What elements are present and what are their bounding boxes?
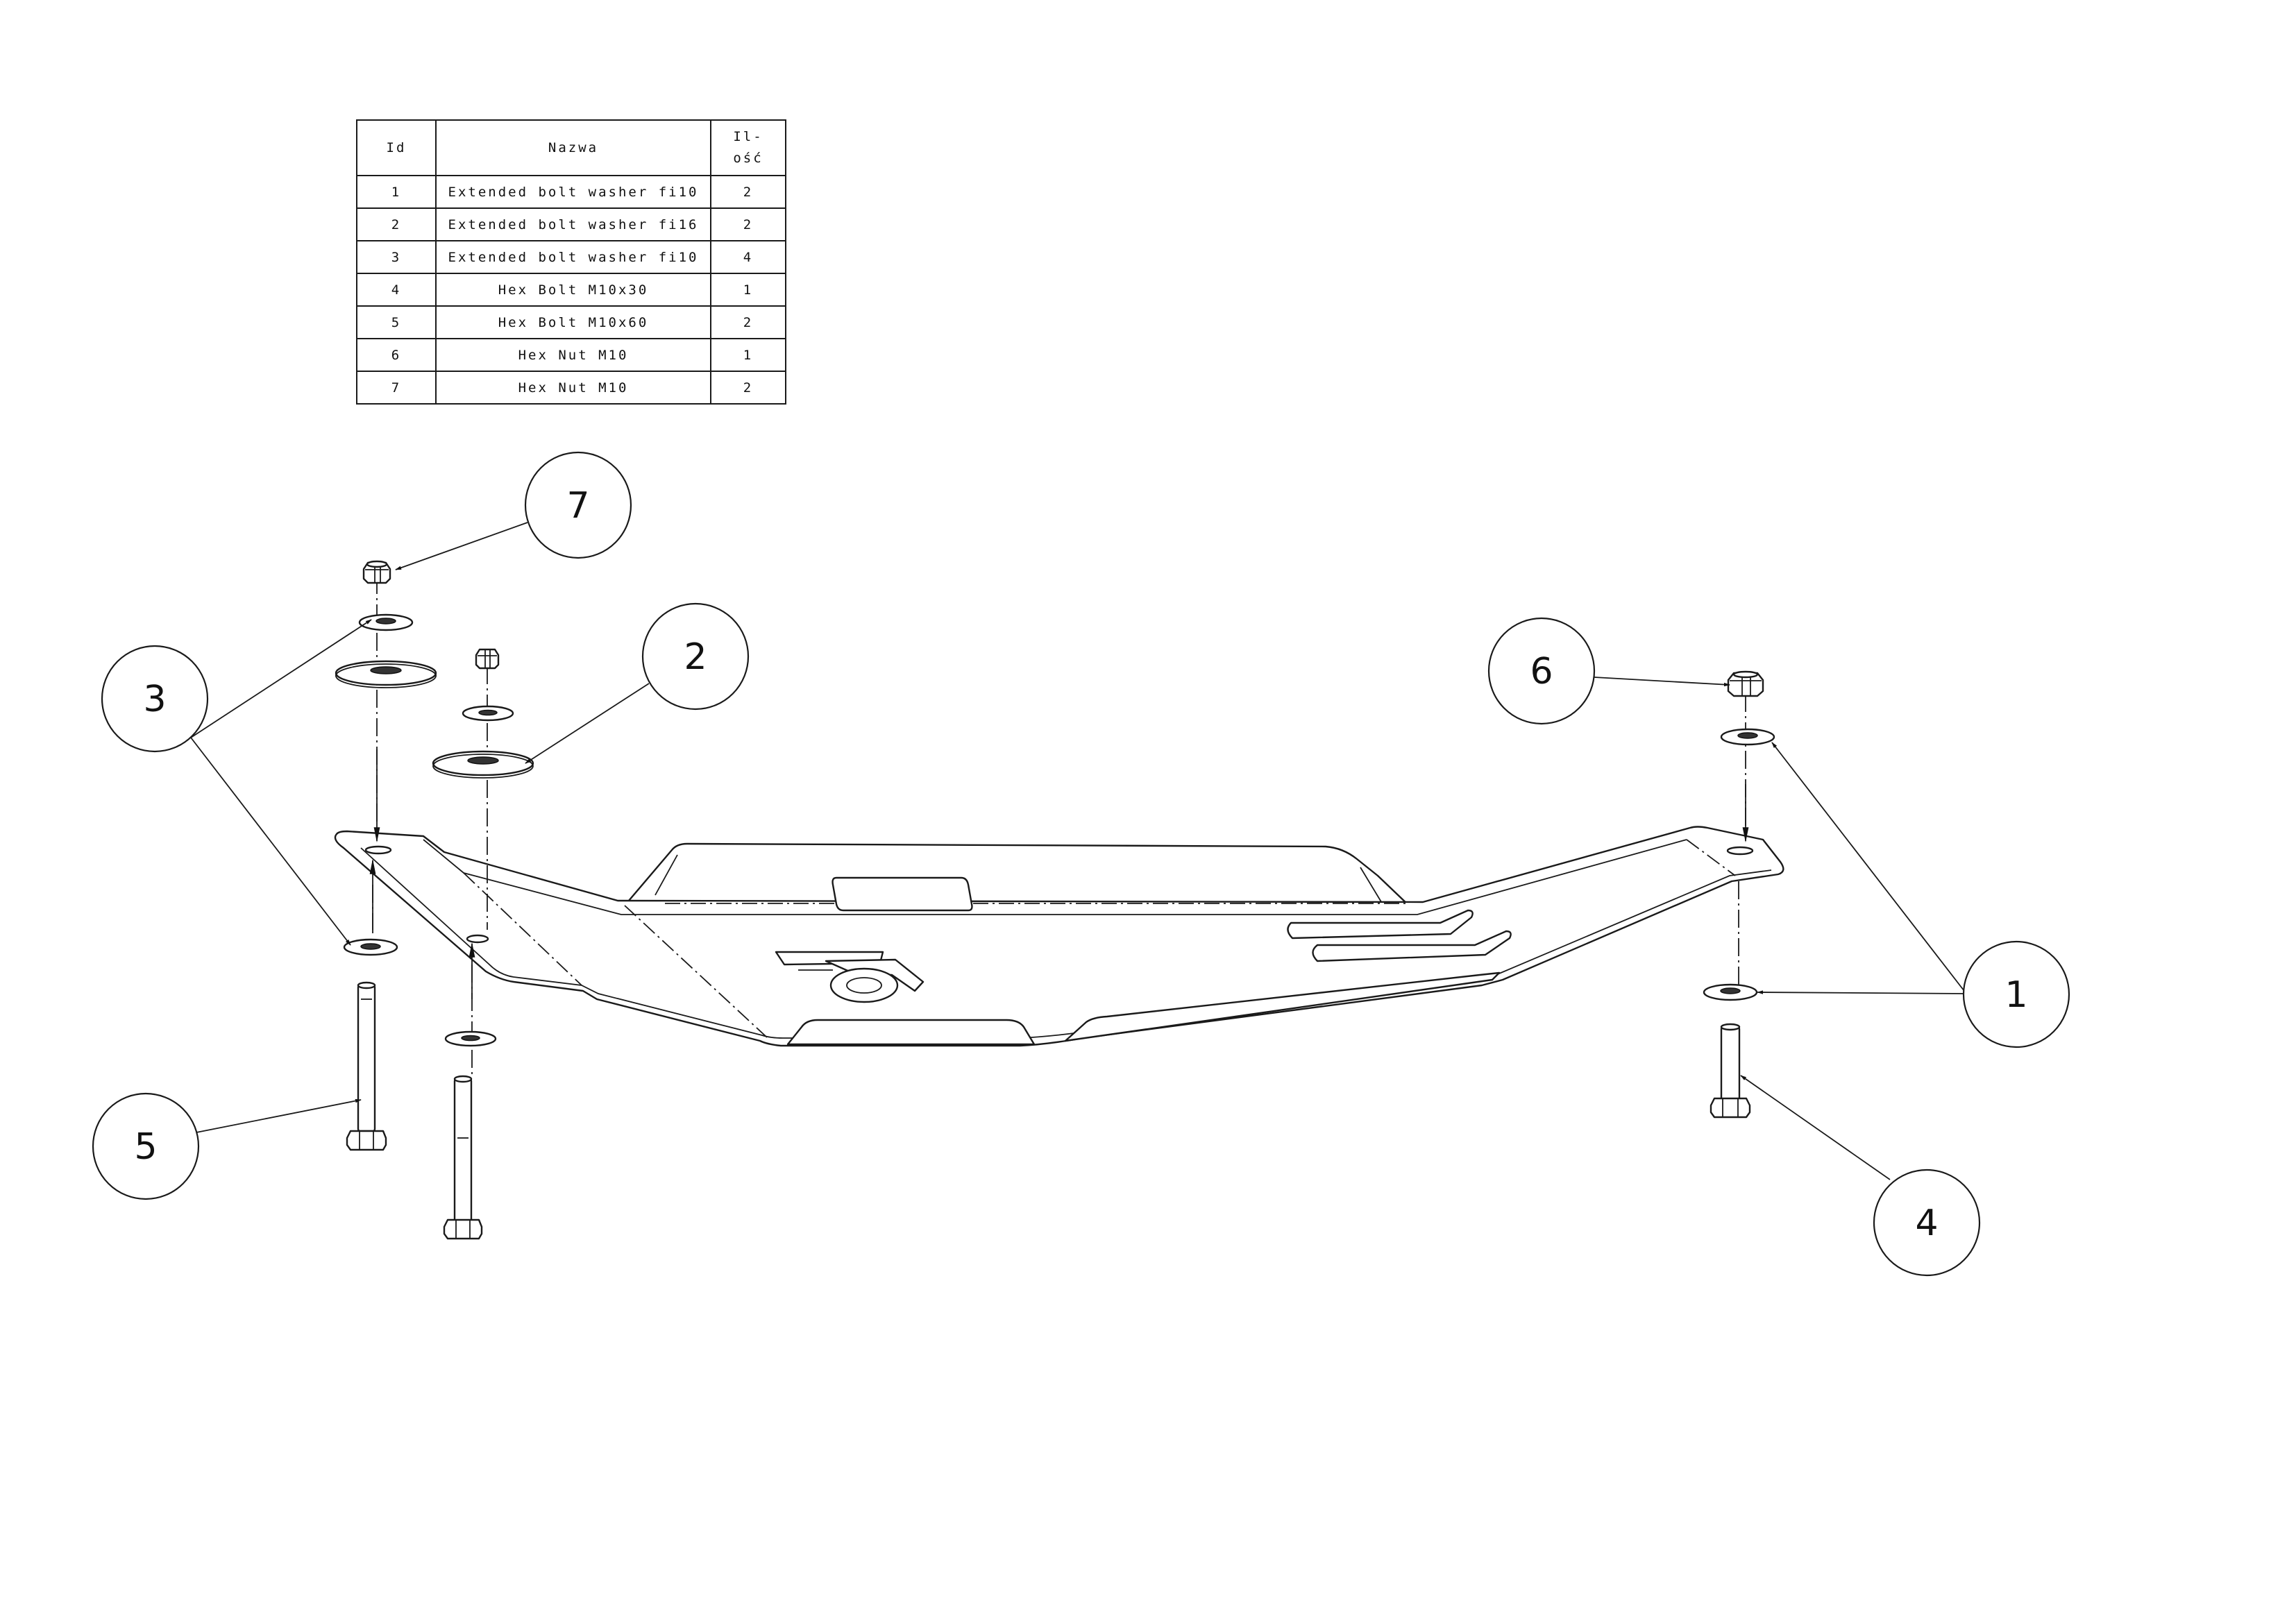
fastener-stack-left-inner [432,648,534,1240]
row-name: Hex Bolt M10x30 [435,273,711,307]
row-qty: 4 [710,240,786,274]
callout-7: 7 [524,451,632,559]
small-washer [1703,983,1758,1001]
hex-nut [1727,670,1764,697]
large-washer [432,750,534,779]
row-qty: 2 [710,175,786,209]
hex-bolt [443,1075,483,1240]
callout-4-label: 4 [1915,1203,1938,1244]
row-name: Hex Bolt M10x60 [435,305,711,339]
leader-1-lower [1757,990,1967,994]
callout-5: 5 [92,1092,200,1200]
hex-bolt [346,981,387,1151]
leader-1-upper [1771,742,1967,994]
row-id: 5 [356,305,437,339]
callout-2: 2 [641,602,750,711]
row-qty: 1 [710,338,786,372]
parts-list-table: Id Nazwa Il- ość 1 Extended bolt washer … [356,119,786,405]
skid-plate [334,826,1784,1047]
header-quantity-line2: ość [733,151,763,166]
table-row: 1 Extended bolt washer fi10 2 [356,175,786,209]
row-qty: 2 [710,305,786,339]
callout-5-label: 5 [134,1126,157,1168]
hex-bolt [1710,1023,1751,1119]
skid-plate-rib [1287,909,1474,940]
row-id: 6 [356,338,437,372]
callout-6-label: 6 [1530,651,1553,692]
leader-6 [1594,677,1730,687]
row-id: 7 [356,371,437,405]
callout-2-label: 2 [684,636,707,678]
table-row: 2 Extended bolt washer fi16 2 [356,207,786,241]
table-row: 5 Hex Bolt M10x60 2 [356,305,786,339]
small-washer [1720,728,1775,746]
row-qty: 2 [710,371,786,405]
small-washer [462,705,514,722]
small-washer [358,613,414,631]
callout-6: 6 [1487,617,1596,725]
table-row: 7 Hex Nut M10 2 [356,371,786,405]
mount-hole [364,845,392,855]
table-row: 6 Hex Nut M10 1 [356,338,786,372]
large-washer [335,660,437,688]
callout-1-label: 1 [2004,974,2027,1016]
header-id: Id [356,119,437,176]
callout-3-label: 3 [143,679,166,720]
row-id: 3 [356,240,437,274]
row-name: Hex Nut M10 [435,371,711,405]
callout-3: 3 [101,645,209,753]
callout-leaders [190,522,1967,1180]
mount-hole [466,934,489,944]
hex-nut [475,648,500,670]
callout-1: 1 [1962,940,2070,1048]
leader-2 [525,683,650,764]
row-id: 4 [356,273,437,307]
row-name: Extended bolt washer fi10 [435,240,711,274]
table-row: 4 Hex Bolt M10x30 1 [356,273,786,307]
row-name: Extended bolt washer fi16 [435,207,711,241]
callout-7-label: 7 [566,485,589,527]
logo-emboss-icon [775,951,925,1003]
parts-list-header-row: Id Nazwa Il- ość [356,119,786,176]
hex-nut [362,560,391,584]
header-quantity: Il- ość [710,119,786,176]
skid-plate-hump [623,842,1410,907]
leader-4 [1740,1075,1891,1180]
skid-plate-rib [1312,930,1512,962]
row-name: Extended bolt washer fi10 [435,175,711,209]
header-quantity-line1: Il- [733,129,763,144]
leader-3-lower [190,737,351,946]
leader-7 [395,522,528,570]
row-id: 2 [356,207,437,241]
small-washer [343,938,398,956]
mount-hole [1726,846,1754,856]
skid-plate-slot [832,876,973,912]
callout-4: 4 [1873,1169,1981,1277]
row-id: 1 [356,175,437,209]
row-qty: 1 [710,273,786,307]
row-qty: 2 [710,207,786,241]
fastener-stack-right [1703,670,1775,1119]
row-name: Hex Nut M10 [435,338,711,372]
table-row: 3 Extended bolt washer fi10 4 [356,240,786,274]
small-washer [444,1030,497,1047]
header-name: Nazwa [435,119,711,176]
leader-5 [196,1098,362,1133]
fastener-stack-left-outer [335,560,437,1151]
leader-3-upper [190,619,372,738]
